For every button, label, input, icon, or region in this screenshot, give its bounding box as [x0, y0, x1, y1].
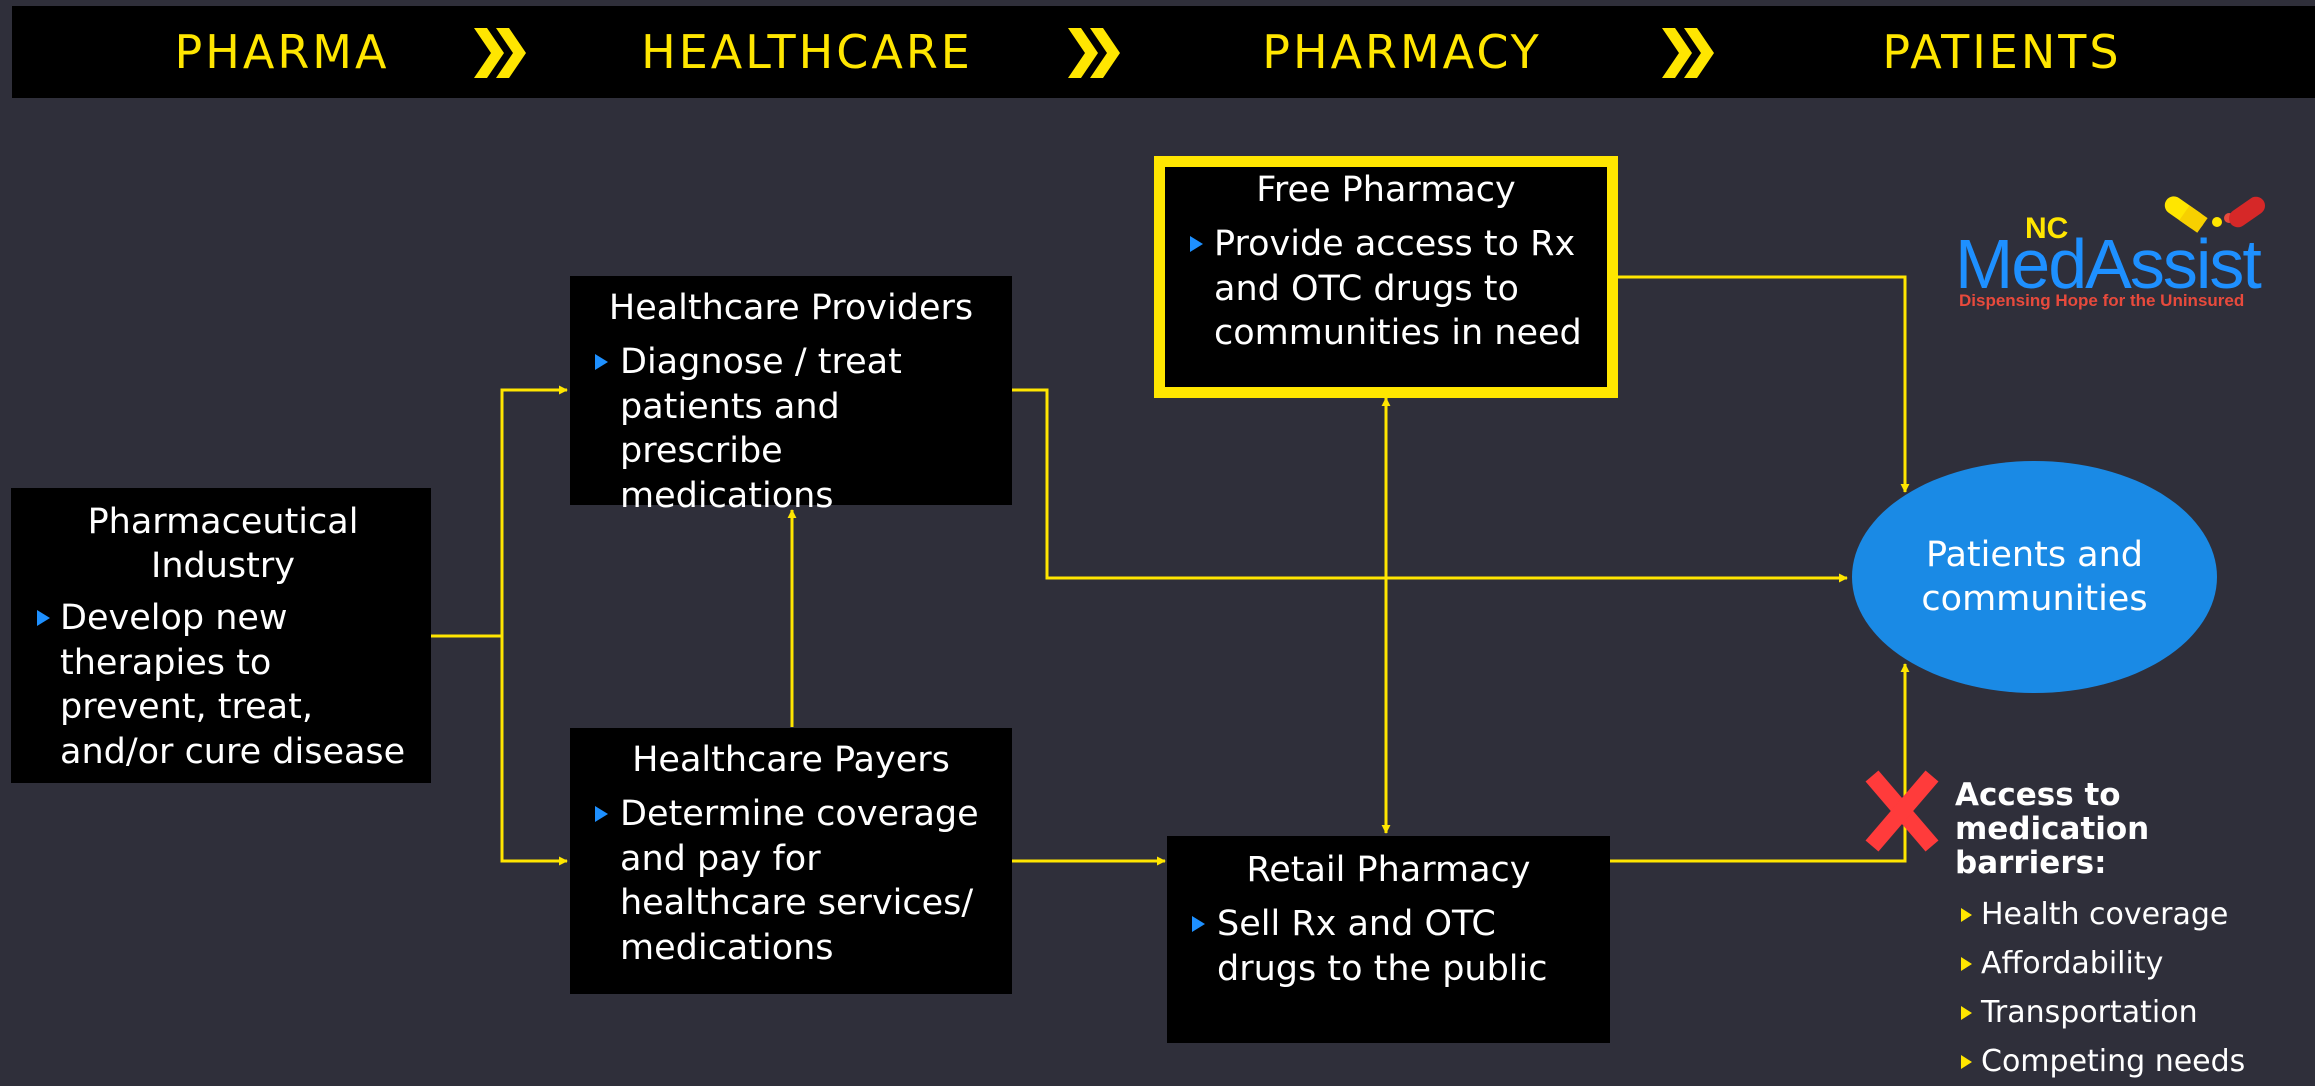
list-item: Transportation [1955, 988, 2310, 1037]
stage-header-bar: PHARMA HEALTHCARE PHARMACY PATIENTS [12, 6, 2315, 98]
list-item: Competing needs [1955, 1037, 2310, 1086]
barriers-title: Access to medication barriers: [1955, 777, 2150, 881]
stage-healthcare: HEALTHCARE [641, 25, 973, 79]
bullet-icon [1961, 908, 1972, 922]
bullet-icon [37, 610, 50, 626]
chevron-right-icon [474, 28, 526, 78]
access-barriers-list: Access to medication barriers: Health co… [1955, 778, 2310, 1086]
healthcare-payers-box: Healthcare Payers Determine coverage and… [570, 728, 1012, 994]
retail-pharmacy-box: Retail Pharmacy Sell Rx and OTC drugs to… [1167, 836, 1610, 1043]
stage-pharma: PHARMA [174, 25, 390, 79]
barrier-x-icon [1865, 770, 1939, 852]
bullet-icon [595, 806, 608, 822]
retail-pharmacy-description: Sell Rx and OTC drugs to the public [1167, 902, 1600, 991]
bullet-icon [595, 354, 608, 370]
nc-medassist-logo: NC MedAssist Dispensing Hope for the Uni… [1955, 190, 2285, 315]
arrow-retail-to-patients [1610, 663, 1910, 863]
patients-communities-node: Patients and communities [1852, 461, 2217, 693]
arrow-free-to-patients [1617, 275, 1910, 493]
pharma-industry-description: Develop new therapies to prevent, treat,… [11, 596, 415, 774]
arrow-pharma-to-providers [500, 385, 568, 636]
pharma-industry-box: Pharmaceutical Industry Develop new ther… [11, 488, 431, 783]
healthcare-payers-description: Determine coverage and pay for healthcar… [570, 792, 1000, 970]
healthcare-providers-description: Diagnose / treat patients and prescribe … [570, 340, 1000, 518]
bullet-icon [1961, 1006, 1972, 1020]
free-pharmacy-title: Free Pharmacy [1256, 170, 1516, 210]
bullet-icon [1192, 916, 1205, 932]
arrow-providers-to-patients [1012, 388, 1848, 583]
free-pharmacy-description: Provide access to Rx and OTC drugs to co… [1165, 222, 1601, 356]
arrow-pharma-to-payers [500, 636, 568, 866]
bullet-icon [1961, 1055, 1972, 1069]
pharma-industry-title: Pharmaceutical Industry [87, 502, 359, 586]
free-pharmacy-box: Free Pharmacy Provide access to Rx and O… [1154, 156, 1618, 398]
logo-nc-text: NC [2025, 212, 2069, 245]
chevron-right-icon [1662, 28, 1714, 78]
logo-tagline: Dispensing Hope for the Uninsured [1959, 291, 2245, 310]
logo-name-text: MedAssist [1955, 225, 2262, 303]
retail-pharmacy-title: Retail Pharmacy [1246, 850, 1531, 890]
stage-pharmacy: PHARMACY [1262, 25, 1542, 79]
pill-capsule-icon [2164, 196, 2266, 233]
connector-lines [431, 275, 1939, 866]
patients-communities-label: Patients and communities [1921, 535, 2148, 619]
list-item: Health coverage [1955, 890, 2310, 939]
list-item: Affordability [1955, 939, 2310, 988]
healthcare-providers-title: Healthcare Providers [608, 288, 974, 328]
chevron-right-icon [1068, 28, 1120, 78]
healthcare-payers-title: Healthcare Payers [632, 740, 950, 780]
stage-patients: PATIENTS [1882, 25, 2122, 79]
healthcare-providers-box: Healthcare Providers Diagnose / treat pa… [570, 276, 1012, 516]
bullet-icon [1961, 957, 1972, 971]
bullet-icon [1190, 236, 1203, 252]
